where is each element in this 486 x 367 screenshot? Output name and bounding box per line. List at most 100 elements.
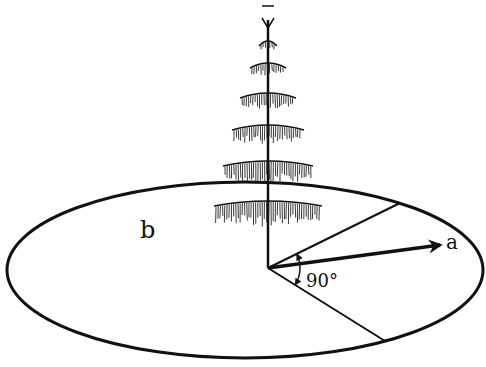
needle-hatch	[290, 163, 291, 179]
needle-hatch	[242, 164, 243, 182]
needle-hatch	[231, 165, 232, 178]
needle-hatch	[219, 206, 220, 218]
needle-hatch	[280, 162, 281, 183]
needle-hatch	[255, 162, 256, 183]
needle-hatch	[250, 202, 251, 217]
needle-hatch	[269, 126, 270, 137]
needle-hatch	[278, 66, 279, 72]
needle-hatch	[275, 94, 276, 108]
needle-hatch	[270, 162, 271, 181]
needle-hatch	[253, 202, 254, 225]
needle-hatch	[246, 97, 247, 106]
needle-hatch	[268, 202, 269, 217]
needle-hatch	[243, 98, 244, 106]
needle-hatch	[238, 129, 239, 139]
needle-hatch	[258, 65, 259, 71]
needle-hatch	[246, 128, 247, 136]
needle-hatch	[235, 165, 236, 180]
needle-hatch	[292, 164, 293, 182]
needle-hatch	[231, 204, 232, 221]
needle-hatch	[264, 202, 265, 219]
needle-hatch	[238, 204, 239, 218]
needle-hatch	[261, 94, 262, 105]
needle-hatch	[249, 163, 250, 179]
needle-hatch	[260, 202, 261, 216]
needle-hatch	[249, 127, 250, 141]
needle-hatch	[299, 164, 300, 174]
needle-hatch	[264, 64, 265, 75]
needle-hatch	[233, 204, 234, 216]
needle-hatch	[235, 204, 236, 223]
needle-hatch	[244, 128, 245, 143]
needle-hatch	[299, 204, 300, 220]
needle-hatch	[275, 202, 276, 222]
needle-hatch	[276, 65, 277, 73]
tree-tip	[262, 18, 274, 28]
needle-hatch	[282, 127, 283, 140]
needle-hatch	[267, 42, 268, 46]
needle-hatch	[282, 162, 283, 173]
needle-hatch	[288, 203, 289, 224]
sector-line	[268, 268, 385, 341]
needle-hatch	[251, 163, 252, 180]
needle-hatch	[257, 95, 258, 107]
needle-hatch	[265, 42, 266, 47]
needle-hatch	[247, 163, 248, 181]
needle-hatch	[273, 44, 274, 49]
needle-hatch	[273, 202, 274, 221]
needle-hatch	[285, 203, 286, 220]
needle-hatch	[224, 205, 225, 222]
needle-hatch	[273, 126, 274, 143]
needle-hatch	[271, 64, 272, 71]
needle-hatch	[217, 206, 218, 218]
needle-hatch	[279, 95, 280, 107]
needle-hatch	[279, 202, 280, 219]
needle-hatch	[260, 126, 261, 140]
needle-hatch	[233, 165, 234, 175]
needle-hatch	[262, 64, 263, 70]
needle-hatch	[251, 68, 252, 74]
needle-hatch	[262, 43, 263, 47]
region-label: b	[140, 218, 155, 242]
needle-hatch	[246, 203, 247, 221]
needle-hatch	[285, 96, 286, 104]
needle-hatch	[297, 129, 298, 137]
needle-hatch	[257, 126, 258, 136]
needle-hatch	[270, 94, 271, 107]
needle-hatch	[225, 167, 226, 175]
needle-hatch	[286, 127, 287, 139]
needle-hatch	[288, 97, 289, 107]
needle-hatch	[236, 130, 237, 138]
needle-hatch	[252, 95, 253, 104]
needle-hatch	[295, 203, 296, 217]
needle-hatch	[284, 127, 285, 135]
needle-hatch	[284, 202, 285, 219]
needle-hatch	[267, 64, 268, 72]
needle-hatch	[275, 126, 276, 137]
needle-hatch	[277, 202, 278, 215]
needle-hatch	[292, 98, 293, 104]
tree-trunk	[267, 20, 270, 268]
needle-hatch	[272, 94, 273, 104]
needle-hatch	[293, 128, 294, 138]
needle-hatch	[282, 67, 283, 72]
needle-hatch	[266, 162, 267, 175]
needle-hatch	[301, 165, 302, 178]
needle-hatch	[251, 127, 252, 141]
needle-hatch	[255, 202, 256, 223]
tree-tip	[262, 5, 274, 7]
needle-hatch	[271, 126, 272, 138]
needle-hatch	[282, 202, 283, 223]
needle-hatch	[314, 206, 315, 215]
needle-hatch	[226, 205, 227, 220]
needle-hatch	[316, 206, 317, 219]
needle-hatch	[269, 64, 270, 74]
needle-hatch	[242, 203, 243, 215]
needle-hatch	[260, 162, 261, 182]
needle-hatch	[257, 202, 258, 217]
needle-hatch	[244, 163, 245, 178]
needle-hatch	[292, 203, 293, 214]
needle-hatch	[227, 166, 228, 178]
needle-hatch	[244, 203, 245, 216]
needle-hatch	[295, 129, 296, 137]
